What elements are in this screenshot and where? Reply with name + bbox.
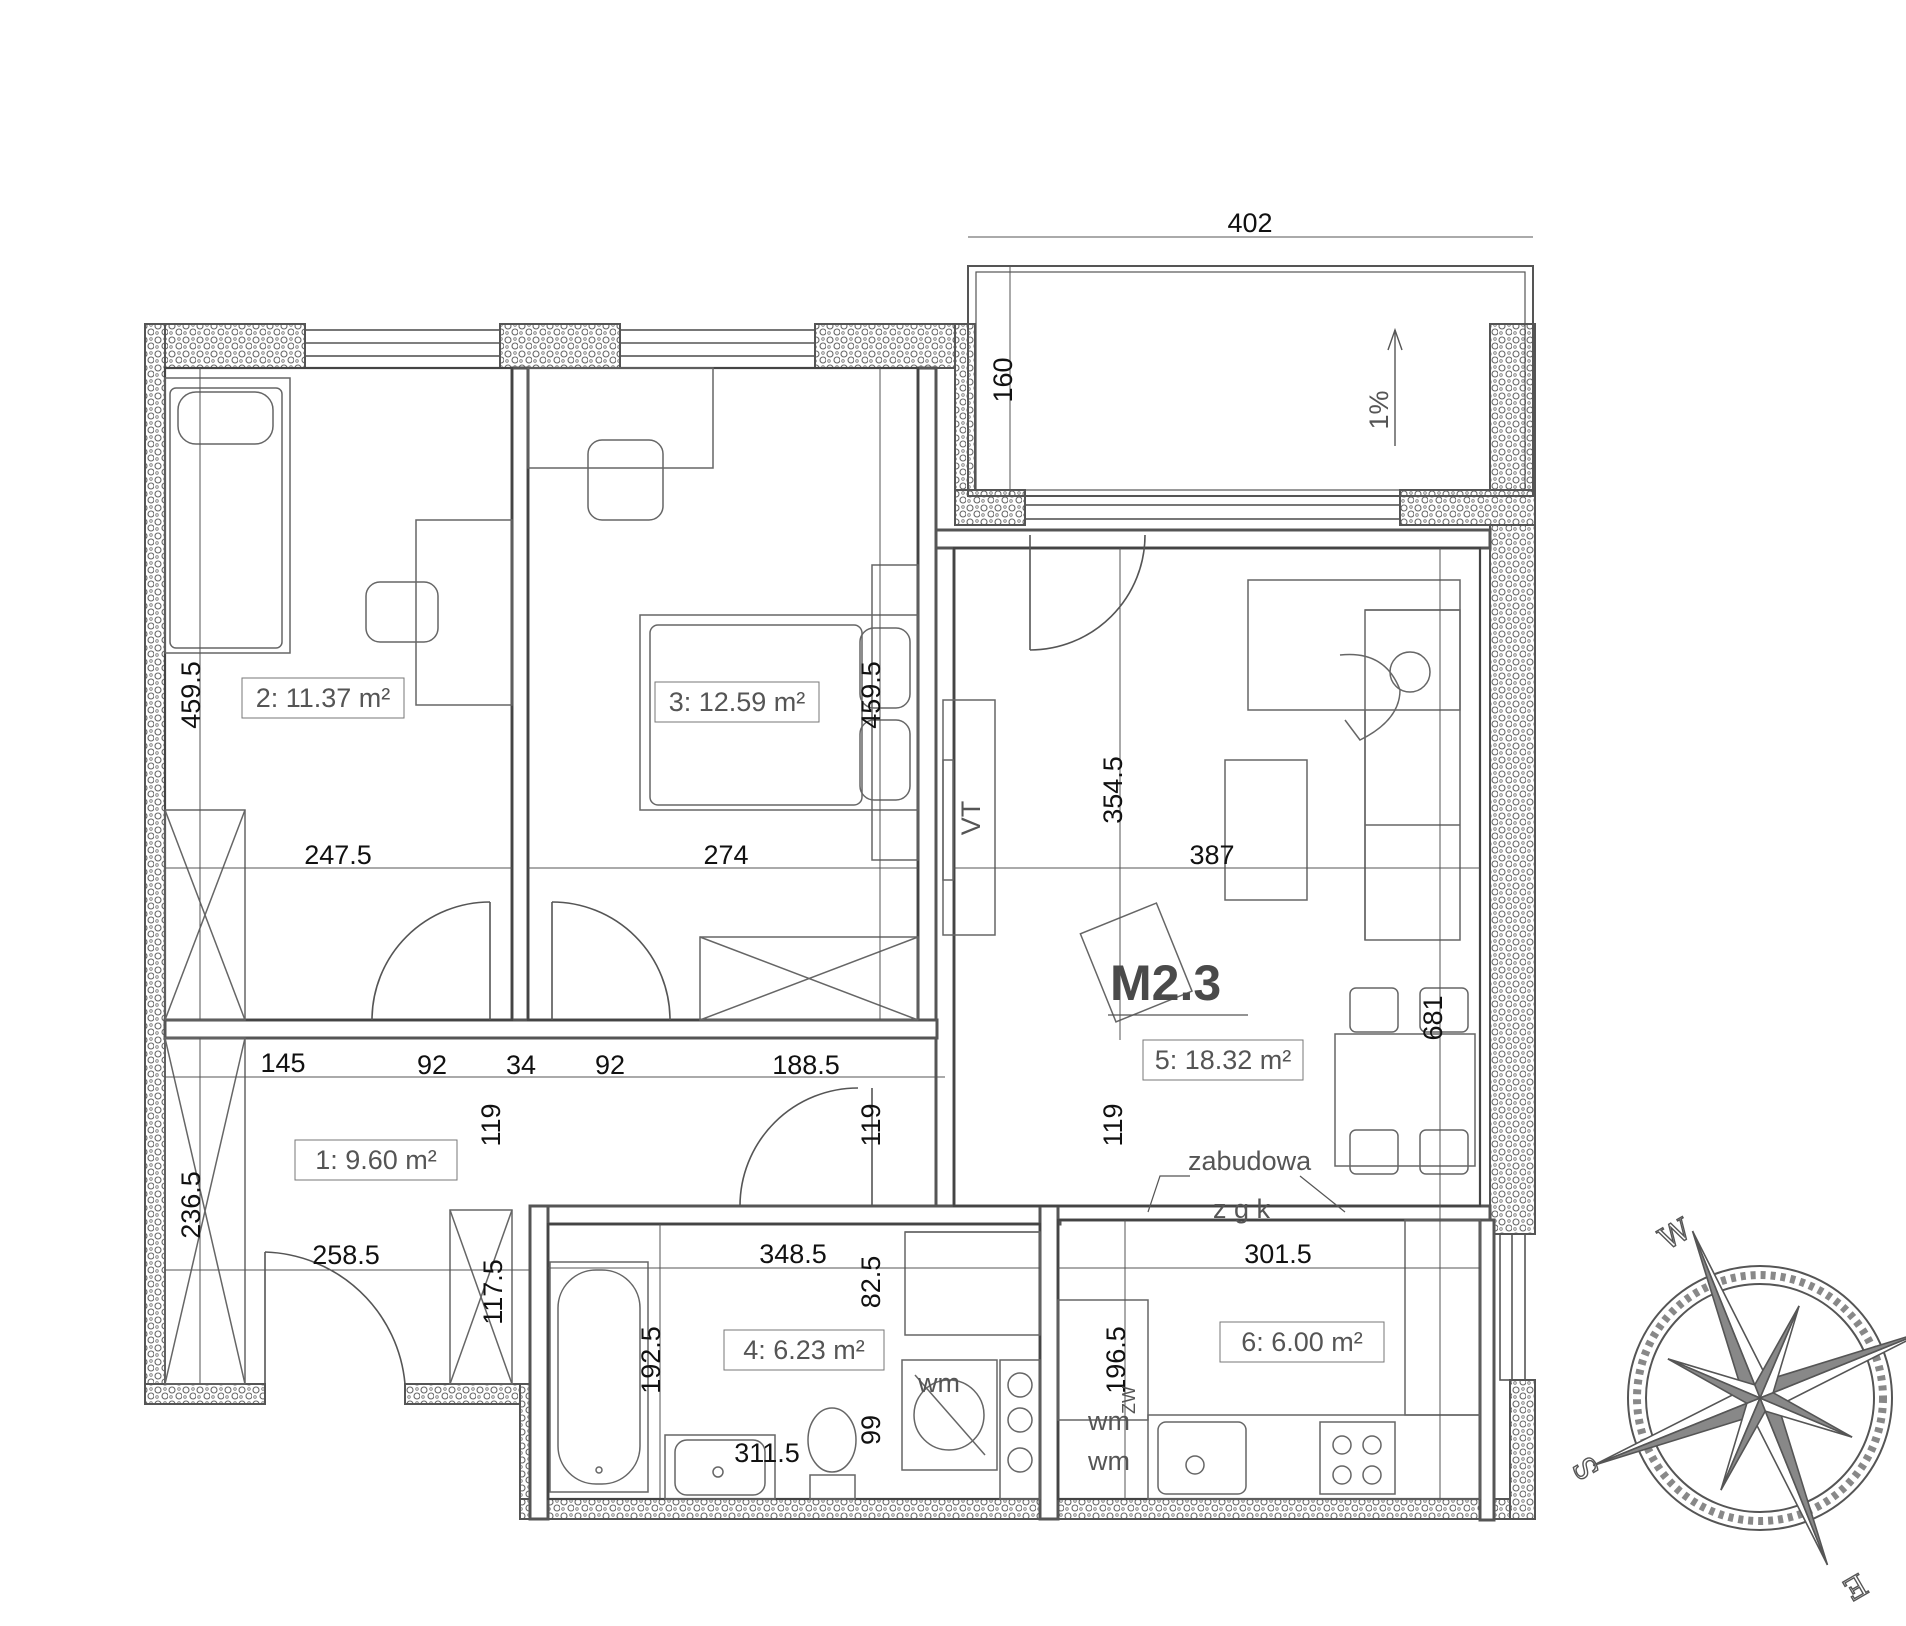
compass-east: E — [1837, 1566, 1873, 1607]
built-in-label-2: z g k — [1213, 1194, 1271, 1224]
compass-north: N — [1902, 1313, 1906, 1353]
dim-kitchen-height: 196.5 — [1101, 1326, 1131, 1394]
dim-room5-width: 387 — [1189, 840, 1234, 870]
slope-label: 1% — [1364, 390, 1394, 429]
washer-label-3: wm — [1087, 1446, 1130, 1476]
dim-balcony-depth: 160 — [988, 357, 1018, 402]
washer-label-2: wm — [1087, 1406, 1130, 1436]
dim-living-h: 119 — [1098, 1103, 1128, 1146]
dim-hall-seg4: 92 — [595, 1050, 625, 1080]
dim-room2-width: 247.5 — [304, 840, 372, 870]
compass-west: W — [1653, 1212, 1697, 1258]
doors — [264, 534, 1146, 1385]
built-in-label: zabudowa — [1188, 1146, 1312, 1176]
dim-room5-height: 354.5 — [1098, 756, 1128, 824]
dim-hall-seg1: 145 — [260, 1048, 305, 1078]
dim-bath-lower: 311.5 — [734, 1438, 800, 1468]
dim-hall-seg2: 92 — [417, 1050, 447, 1080]
dim-hall-h1: 119 — [476, 1103, 506, 1146]
compass-rose: W N E S — [1566, 1211, 1906, 1608]
misc-labels: VT 1% zabudowa z g k wm wm wm ZW — [917, 390, 1394, 1476]
room-2-area: 2: 11.37 m² — [256, 683, 391, 713]
washer-label-1: wm — [917, 1368, 960, 1398]
dim-balcony-width: 402 — [1227, 208, 1272, 238]
room-3-area: 3: 12.59 m² — [669, 687, 806, 717]
dim-closet-height: 117.5 — [478, 1259, 508, 1325]
dim-room1-width: 258.5 — [312, 1240, 380, 1270]
dim-bath-h2: 99 — [856, 1415, 886, 1445]
balcony — [967, 265, 1534, 497]
dim-bath-width: 348.5 — [759, 1239, 827, 1269]
room-5-area: 5: 18.32 m² — [1155, 1045, 1292, 1075]
compass-south: S — [1566, 1450, 1607, 1485]
furniture — [164, 367, 1481, 1500]
dimension-lines — [165, 236, 1533, 1499]
room-6-area: 6: 6.00 m² — [1241, 1327, 1363, 1357]
dim-room1-height: 236.5 — [176, 1171, 206, 1239]
room-areas: 2: 11.37 m² 3: 12.59 m² 1: 9.60 m² 4: 6.… — [241, 677, 1385, 1371]
dim-hall-seg3: 34 — [506, 1050, 536, 1080]
dim-room2-height: 459.5 — [176, 661, 206, 729]
windows — [304, 329, 1526, 1381]
room-1-area: 1: 9.60 m² — [315, 1145, 437, 1175]
dim-hall-h2: 119 — [856, 1103, 886, 1146]
tv-label: VT — [956, 801, 986, 836]
dim-hall-seg5: 188.5 — [772, 1050, 840, 1080]
dim-bath-height: 192.5 — [636, 1326, 666, 1394]
zw-label: ZW — [1119, 1386, 1139, 1414]
dim-room3-width: 274 — [703, 840, 748, 870]
dim-bath-h1: 82.5 — [856, 1256, 886, 1309]
interior-walls — [163, 366, 1496, 1522]
dim-kitchen-width: 301.5 — [1244, 1239, 1312, 1269]
room-4-area: 4: 6.23 m² — [743, 1335, 865, 1365]
dimension-texts: 402 160 247.5 459.5 274 459.5 387 354.5 … — [176, 208, 1448, 1468]
dim-room3-height: 459.5 — [856, 661, 886, 729]
dim-room5-depth: 681 — [1418, 995, 1448, 1040]
unit-label: M2.3 — [1110, 955, 1221, 1011]
